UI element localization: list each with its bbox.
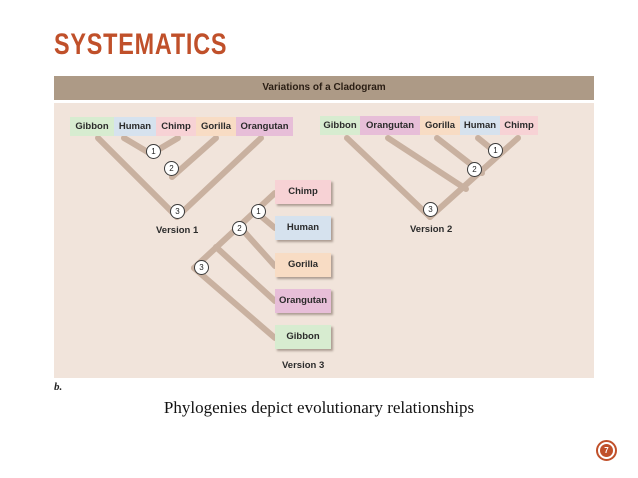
v1-taxon-human: Human xyxy=(114,117,156,136)
v1-taxon-gibbon: Gibbon xyxy=(70,117,114,136)
v3-node-3: 3 xyxy=(194,260,209,275)
v2-node-3: 3 xyxy=(423,202,438,217)
v2-taxon-human: Human xyxy=(460,116,500,135)
slide-caption: Phylogenies depict evolutionary relation… xyxy=(163,398,475,417)
header-divider xyxy=(54,100,594,103)
v2-taxon-orangutan: Orangutan xyxy=(360,116,420,135)
v2-taxon-gibbon: Gibbon xyxy=(320,116,360,135)
v2-node-2: 2 xyxy=(467,162,482,177)
v3-taxon-orangutan: Orangutan xyxy=(275,289,331,313)
slide-title: SYSTEMATICS xyxy=(54,28,228,61)
v2-node-1: 1 xyxy=(488,143,503,158)
v3-node-2: 2 xyxy=(232,221,247,236)
v2-branch-orangutan xyxy=(385,135,469,192)
v3-taxon-gibbon: Gibbon xyxy=(275,325,331,349)
v2-taxon-chimp: Chimp xyxy=(500,116,538,135)
v1-taxon-orangutan: Orangutan xyxy=(236,117,293,136)
cladogram-figure: Variations of a Cladogram Gibbon Human C… xyxy=(54,76,594,378)
v3-taxon-human: Human xyxy=(275,216,331,240)
v2-taxon-gorilla: Gorilla xyxy=(420,116,460,135)
v1-node-2: 2 xyxy=(164,161,179,176)
v3-node-1: 1 xyxy=(251,204,266,219)
v1-branch-gibbon xyxy=(95,135,180,220)
v1-taxon-chimp: Chimp xyxy=(156,117,196,136)
page-number: 7 xyxy=(600,444,613,457)
v3-label: Version 3 xyxy=(282,360,325,371)
v3-branch-gibbon xyxy=(191,265,278,341)
v3-taxon-gorilla: Gorilla xyxy=(275,253,331,277)
v1-label: Version 1 xyxy=(156,225,199,236)
figure-letter: b. xyxy=(54,381,63,393)
v3-taxon-chimp: Chimp xyxy=(275,180,331,204)
v2-label: Version 2 xyxy=(410,224,453,235)
v1-taxon-gorilla: Gorilla xyxy=(196,117,236,136)
figure-header: Variations of a Cladogram xyxy=(54,76,594,100)
v2-branch-gibbon xyxy=(344,135,433,220)
v1-node-3: 3 xyxy=(170,204,185,219)
v3-branch-orangutan xyxy=(213,244,278,304)
v1-branch-orangutan xyxy=(174,135,264,220)
v1-branch-gorilla xyxy=(169,135,219,180)
v2-branch-chimp xyxy=(427,135,521,220)
v3-branch-gorilla xyxy=(237,224,278,269)
v1-node-1: 1 xyxy=(146,144,161,159)
page-number-badge: 7 xyxy=(596,440,617,461)
